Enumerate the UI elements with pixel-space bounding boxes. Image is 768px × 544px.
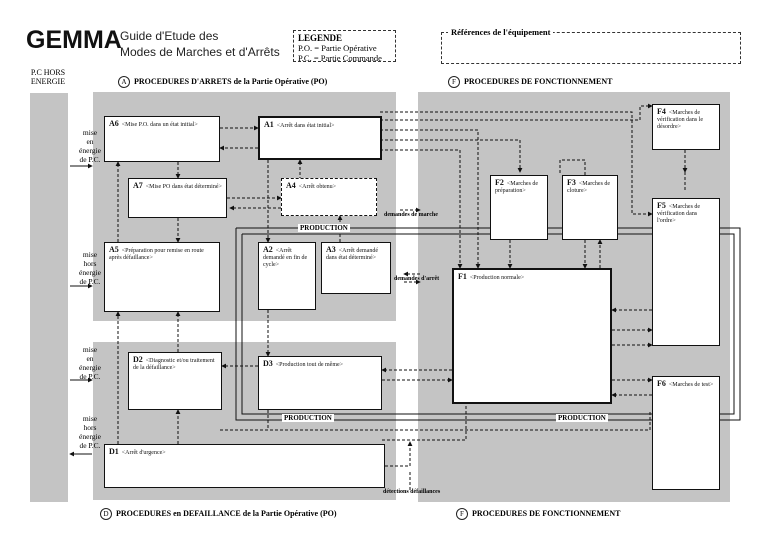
box-f4: F4<Marches de vérification dans le désor…	[652, 104, 720, 150]
box-a1: A1<Arrêt dans état initial>	[258, 116, 382, 160]
guide-subtitle: Guide d'Etude des Modes de Marches et d'…	[120, 28, 280, 60]
box-f5: F5<Marches de vérification dans l'ordre>	[652, 198, 720, 346]
box-f3-id: F3	[567, 178, 576, 187]
label-demandes-arret: demandes d'arrêt	[394, 276, 440, 282]
box-d2-text: <Diagnostic et/ou traitement de la défai…	[133, 358, 215, 371]
section-a-letter: A	[118, 76, 130, 88]
pc-hors-line-2: ENERGIE	[30, 77, 66, 86]
box-d3-text: <Production tout de même>	[275, 362, 344, 368]
box-f4-id: F4	[657, 107, 666, 116]
section-f-letter: F	[448, 76, 460, 88]
box-d2-id: D2	[133, 355, 143, 364]
box-a2: A2<Arrêt demandé en fin de cycle>	[258, 242, 316, 310]
box-f5-id: F5	[657, 201, 666, 210]
box-d1-id: D1	[109, 447, 119, 456]
gemma-title: GEMMA	[26, 26, 122, 54]
box-f3: F3<Marches de cloture>	[562, 175, 618, 240]
box-f6-id: F6	[657, 379, 666, 388]
box-d3-id: D3	[263, 359, 273, 368]
box-a5-text: <Préparation pour remise en route après …	[109, 248, 204, 261]
label-production-top: PRODUCTION	[298, 224, 350, 232]
section-f-title: F PROCEDURES DE FONCTIONNEMENT	[448, 76, 612, 88]
box-f3-text: <Marches de cloture>	[567, 181, 611, 194]
box-a3-id: A3	[326, 245, 336, 254]
box-a1-text: <Arrêt dans état initial>	[276, 123, 335, 129]
box-f2: F2<Marches de préparation>	[490, 175, 548, 240]
label-production-bottom-right: PRODUCTION	[556, 414, 608, 422]
pc-hors-energie-label: P.C HORS ENERGIE	[18, 68, 78, 86]
pc-hors-energie-zone	[30, 93, 68, 502]
subtitle-line-1: Guide d'Etude des	[120, 29, 219, 43]
box-a4-id: A4	[286, 181, 296, 190]
legend-pc: P.C. = Partie Commande	[298, 53, 382, 63]
box-f1: F1<Production normale>	[452, 268, 612, 404]
box-f4-text: <Marches de vérification dans le désordr…	[657, 110, 703, 130]
box-a5-id: A5	[109, 245, 119, 254]
box-d3: D3<Production tout de même>	[258, 356, 382, 410]
pc-hors-line-1: P.C HORS	[30, 68, 66, 77]
subtitle-line-2: Modes de Marches et d'Arrêts	[120, 45, 280, 59]
box-a6-text: <Mise P.O. dans un état initial>	[121, 122, 198, 128]
label-production-bottom-left: PRODUCTION	[282, 414, 334, 422]
section-a-text: PROCEDURES D'ARRETS de la Partie Opérati…	[134, 76, 328, 86]
box-a6: A6<Mise P.O. dans un état initial>	[104, 116, 220, 162]
box-f5-text: <Marches de vérification dans l'ordre>	[657, 204, 701, 224]
section-d-text: PROCEDURES en DEFAILLANCE de la Partie O…	[116, 508, 337, 518]
box-f2-text: <Marches de préparation>	[495, 181, 539, 194]
box-a5: A5<Préparation pour remise en route aprè…	[104, 242, 220, 312]
box-a2-text: <Arrêt demandé en fin de cycle>	[263, 248, 308, 268]
box-a3-text: <Arrêt demandé dans état déterminé>	[326, 248, 378, 261]
box-d1-text: <Arrêt d'urgence>	[121, 450, 166, 456]
box-f1-text: <Production normale>	[469, 275, 525, 281]
box-f6: F6<Marches de test>	[652, 376, 720, 490]
equipment-references-label: Références de l'équipement	[448, 27, 554, 37]
label-demandes-marche: demandes de marche	[384, 212, 438, 218]
legend-po: P.O. = Partie Opérative	[298, 43, 377, 53]
box-f1-id: F1	[458, 272, 467, 281]
section-f-text: PROCEDURES DE FONCTIONNEMENT	[464, 76, 613, 86]
section-f2-letter: F	[456, 508, 468, 520]
box-a3: A3<Arrêt demandé dans état déterminé>	[321, 242, 391, 294]
box-a1-id: A1	[264, 120, 274, 129]
legend-box: LEGENDE P.O. = Partie Opérative P.C. = P…	[293, 30, 396, 63]
box-a7: A7<Mise PO dans état déterminé>	[128, 178, 227, 218]
section-f2-title: F PROCEDURES DE FONCTIONNEMENT	[456, 508, 620, 520]
section-d-letter: D	[100, 508, 112, 520]
box-a6-id: A6	[109, 119, 119, 128]
box-a7-id: A7	[133, 181, 143, 190]
box-d1: D1<Arrêt d'urgence>	[104, 444, 385, 488]
box-f2-id: F2	[495, 178, 504, 187]
box-d2: D2<Diagnostic et/ou traitement de la déf…	[128, 352, 222, 410]
box-a4: A4<Arrêt obtenu>	[281, 178, 377, 216]
section-a-title: A PROCEDURES D'ARRETS de la Partie Opérat…	[118, 76, 327, 88]
legend-title: LEGENDE	[298, 33, 343, 43]
box-a2-id: A2	[263, 245, 273, 254]
equipment-references-box: Références de l'équipement	[441, 27, 741, 64]
label-detections-defaillances: détections défaillances	[383, 489, 441, 495]
box-a4-text: <Arrêt obtenu>	[298, 184, 337, 190]
box-f6-text: <Marches de test>	[668, 382, 714, 388]
section-d-title: D PROCEDURES en DEFAILLANCE de la Partie …	[100, 508, 337, 520]
section-f2-text: PROCEDURES DE FONCTIONNEMENT	[472, 508, 621, 518]
box-a7-text: <Mise PO dans état déterminé>	[145, 184, 222, 190]
